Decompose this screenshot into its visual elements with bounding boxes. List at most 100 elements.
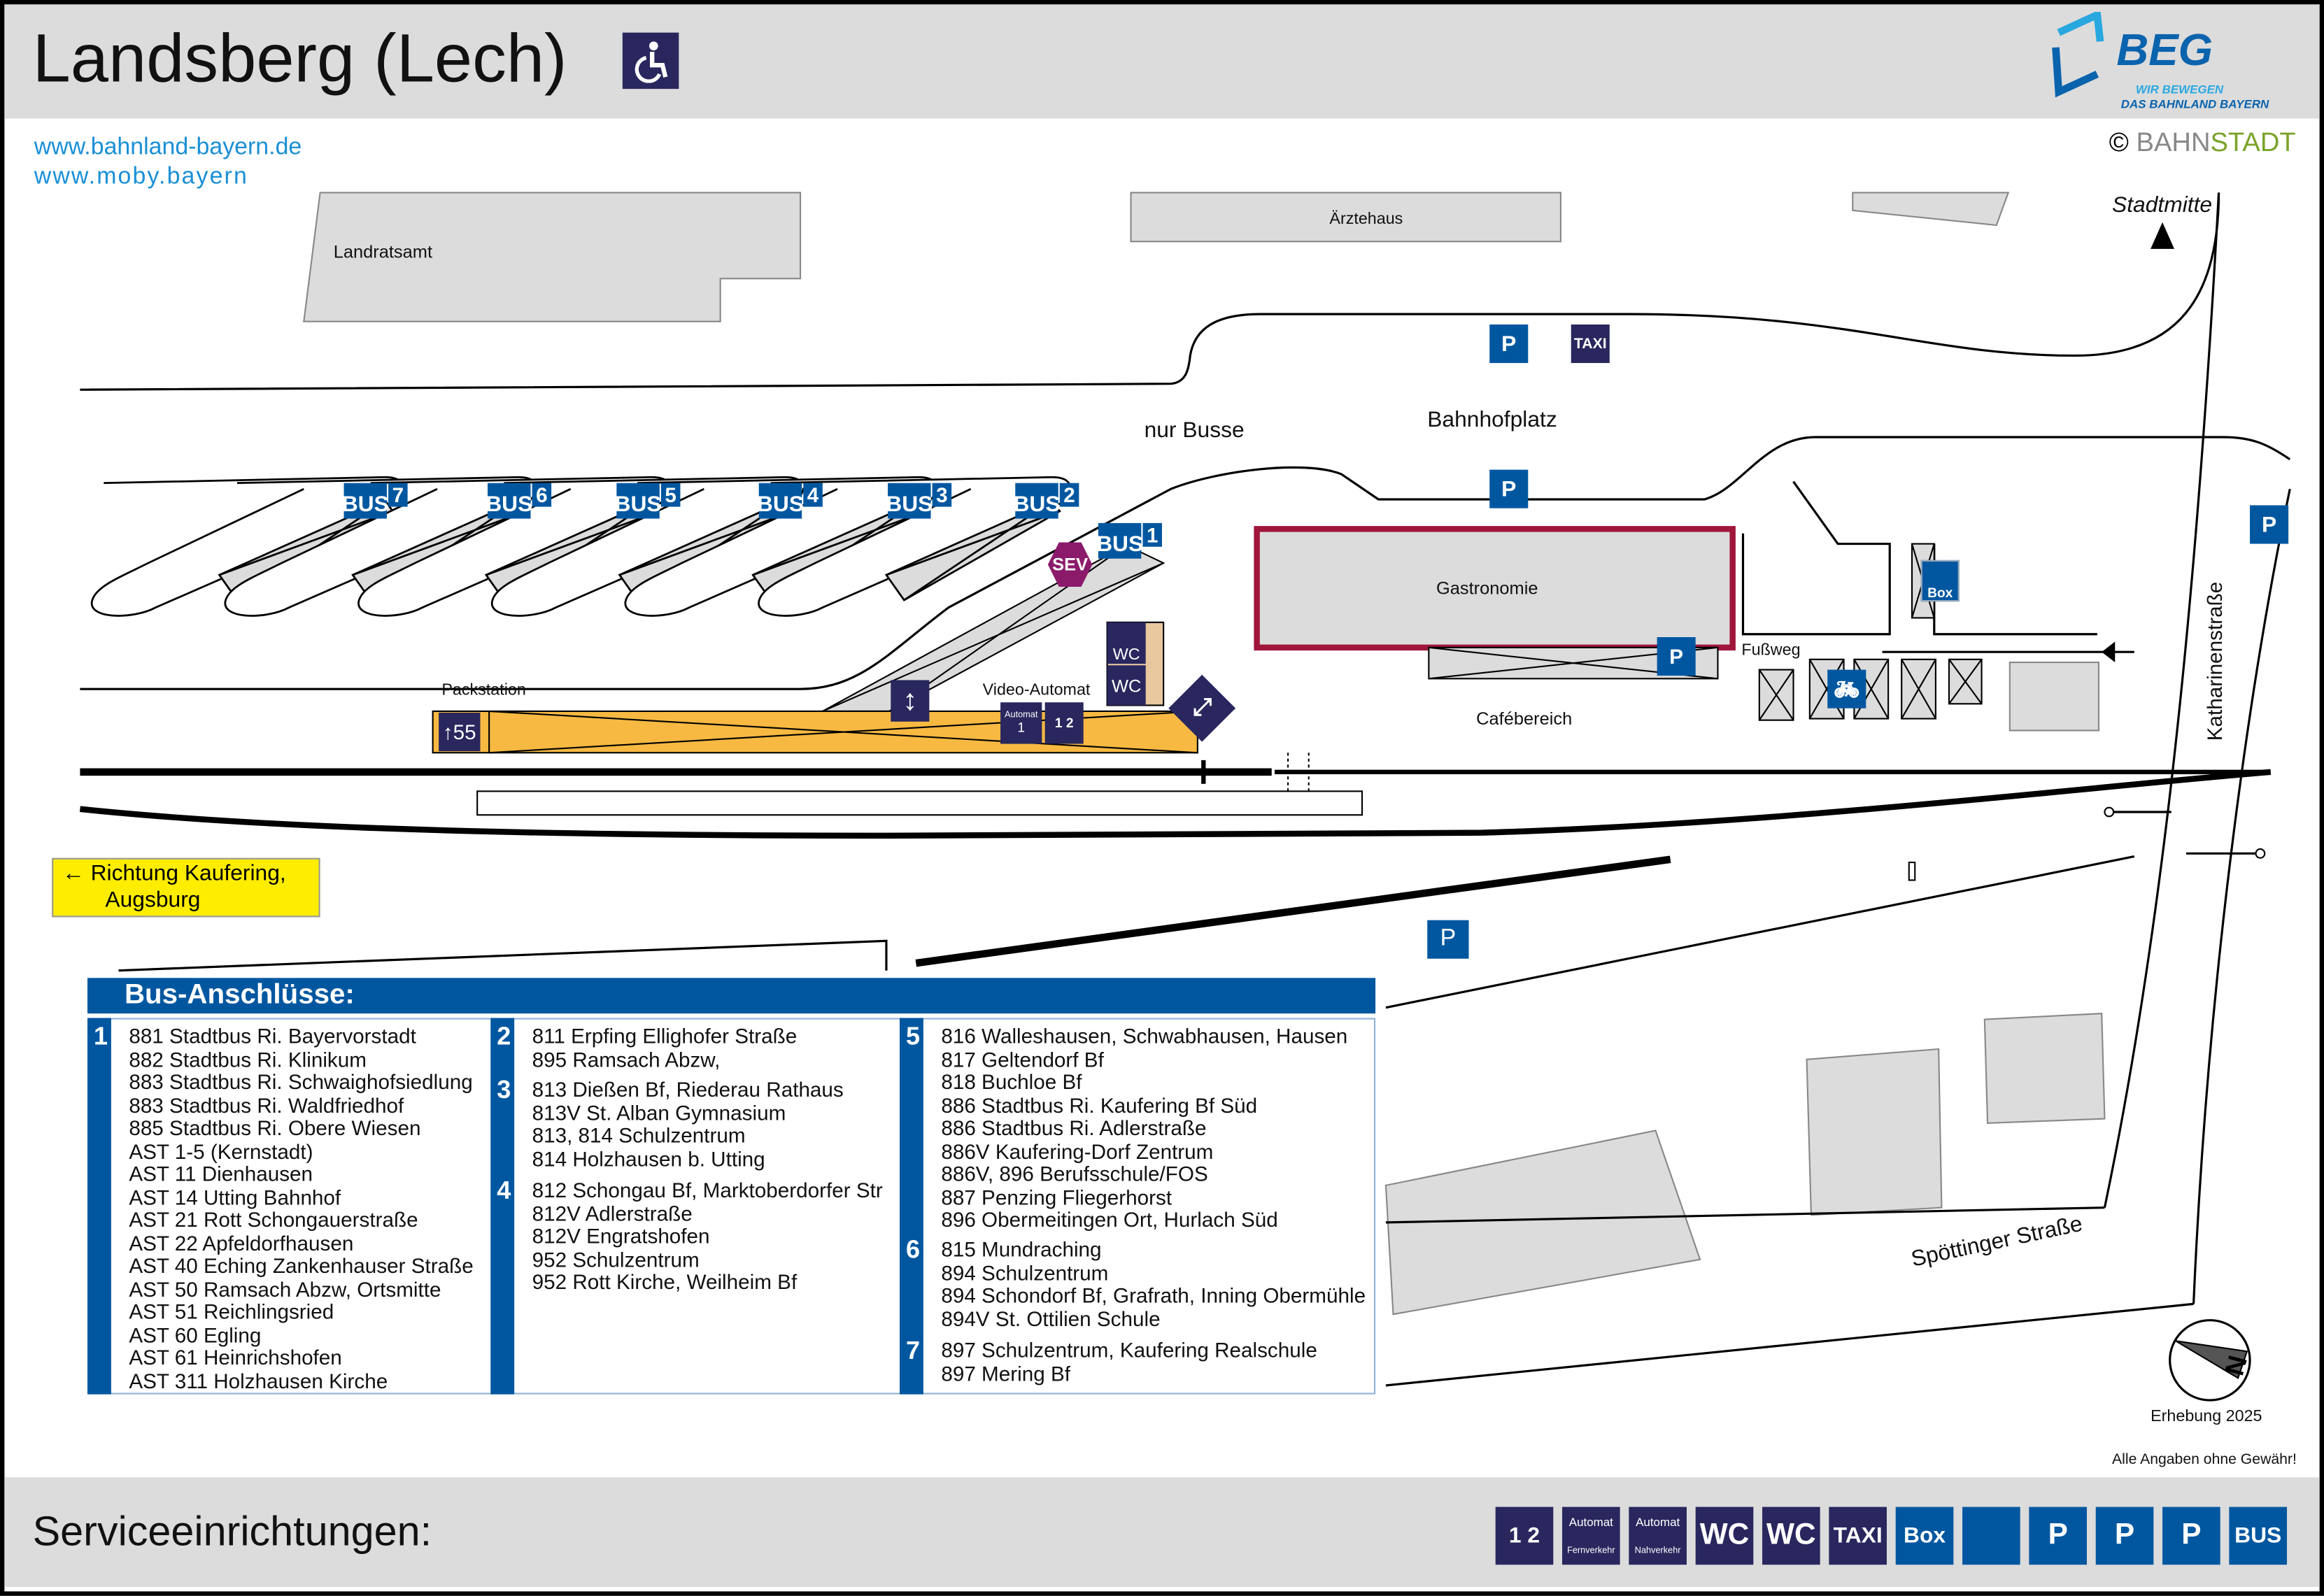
bahnstadt-part2: STADT [2210,127,2296,157]
bike-parking-icon [1962,1506,2020,1565]
spoettinger-north [1385,1206,2105,1224]
bus-line-item: 883 Stadtbus Ri. Schwaighofsiedlung [129,1069,473,1094]
label-katharinenstrasse: Katharinenstraße [2202,581,2227,741]
building-south-3 [1983,1013,2106,1125]
bus-line-item: 886V Kaufering-Dorf Zentrum [941,1139,1214,1163]
bus-line-item: 812 Schongau Bf, Marktoberdorfer Str [532,1178,883,1202]
bus-label: BUS [1096,522,1143,559]
bus-line-item: 818 Buchloe Bf [941,1069,1082,1094]
katharinenstrasse-west [2103,192,2220,1209]
bus-line-item: 883 Stadtbus Ri. Waldfriedhof [129,1092,404,1117]
short-term-parking-east-icon: P [2250,505,2289,544]
header-band [4,4,2320,119]
bus-line-item: AST 50 Ramsach Abzw, Ortsmitte [129,1276,441,1301]
icon-text: P [2181,1518,2202,1552]
bus-stop-number: 7 [906,1336,921,1365]
wheelchair-icon [622,32,679,90]
bus-line-item: 896 Obermeitingen Ort, Hurlach Süd [941,1207,1278,1232]
taxi-icon: TAXI [1829,1506,1887,1565]
label-nur-busse: nur Busse [1144,418,1245,443]
track-55-icon: ↑55 [439,713,481,752]
bus-stop-number: 1 [94,1022,108,1051]
wc-icon: WC [1762,1506,1820,1565]
bus-line-item: 952 Schulzentrum [532,1246,700,1271]
icon-text: WC [1699,1518,1750,1552]
road-north [80,192,2220,391]
landratsamt-building [303,192,802,322]
bus-label: BUS [886,483,933,519]
stadtmitte-arrow-icon [2151,222,2175,249]
bus-stop-number: 5 [660,483,681,507]
page-title: Landsberg (Lech) [32,19,567,97]
bus-stop-number: 4 [497,1176,511,1205]
road-south-west [118,939,888,972]
bus-line-item: 895 Ramsach Abzw, [532,1046,721,1071]
bus-line-item: 814 Holzhausen b. Utting [532,1146,765,1170]
bus-line-item: 894 Schulzentrum [941,1260,1109,1284]
icon-text: BUS [2234,1523,2282,1548]
bus-line-item: 812V Adlerstraße [532,1201,693,1225]
bus-line-item: 812V Engratshofen [532,1223,710,1248]
accessible-parking-icon: P [2029,1506,2088,1565]
parking-icon: P [1427,920,1469,959]
bus-line-item: AST 311 Holzhausen Kirche [129,1368,388,1392]
bus-line-item: 813 Dießen Bf, Riederau Rathaus [532,1077,844,1102]
gastronomie-building [1254,526,1736,651]
column-bar [490,1018,515,1395]
label-cafebereich: Cafébereich [1476,708,1573,729]
bus-line-item: AST 1-5 (Kernstadt) [129,1139,313,1163]
short-term-parking-icon: P [2162,1506,2220,1565]
bus-connections-title: Bus-Anschlüsse: [87,978,1376,1014]
track-2 [79,769,2272,839]
bus-line-item: 811 Erpfing Ellighofer Straße [532,1023,798,1048]
icon-text: Automat [1636,1516,1680,1530]
bus-stop-number: 7 [388,483,408,507]
bus-line-item: 952 Rott Kirche, Weilheim Bf [532,1269,798,1294]
track-3 [915,855,1671,967]
icon-text: 1 2 [1508,1523,1540,1548]
bus-line-item: AST 60 Egling [129,1322,262,1346]
label-landratsamt: Landratsamt [333,241,433,262]
parking-icon: P [2095,1506,2154,1565]
accessible-wc-icon: WC [1695,1506,1754,1565]
bike-box-icon: Box [1895,1506,1954,1565]
bus-line-item: 894 Schondorf Bf, Grafrath, Inning Oberm… [941,1283,1366,1307]
bus-stop-number: 6 [906,1235,921,1264]
icon-text: TAXI [1833,1523,1883,1548]
automat-label: Automat [1005,711,1038,720]
platform-2 [476,790,1363,816]
building-south-1 [1384,1130,1701,1316]
bus-line-item: 897 Schulzentrum, Kaufering Realschule [941,1338,1317,1362]
icon-text: Box [1904,1523,1946,1548]
bus-line-item: 887 Penzing Fliegerhorst [941,1184,1172,1209]
icon-text: Automat [1568,1516,1613,1530]
link-moby-bayern[interactable]: www.moby.bayern [34,164,248,190]
bus-line-item: 813V St. Alban Gymnasium [532,1100,786,1124]
label-fussweg: Fußweg [1741,641,1801,660]
label-disclaimer: Alle Angaben ohne Gewähr! [2112,1452,2297,1469]
bus-label: BUS [342,483,389,519]
direction-line-2: Augsburg [105,888,201,913]
copyright-symbol: © [2109,127,2129,157]
short-term-parking-icon: P [1489,469,1529,508]
bus-line-item: 894V St. Ottilien Schule [941,1306,1161,1330]
bus-line-item: 813, 814 Schulzentrum [532,1123,746,1147]
label-packstation: Packstation [441,681,526,699]
column-bar [900,1018,923,1395]
motorbike-parking-icon: P [1657,637,1696,676]
label-erhebung: Erhebung 2025 [2151,1407,2262,1426]
beg-logo: BEG WIR BEWEGEN DAS BAHNLAND BAYERN [2050,11,2287,115]
icon-subtext: Nahverkehr [1634,1546,1681,1556]
bus-label: BUS [1013,483,1061,519]
link-bahnland-bayern[interactable]: www.bahnland-bayern.de [34,134,302,160]
beg-tagline-1: WIR BEWEGEN [2135,83,2224,97]
bus-line-item: 886 Stadtbus Ri. Adlerstraße [941,1116,1207,1140]
